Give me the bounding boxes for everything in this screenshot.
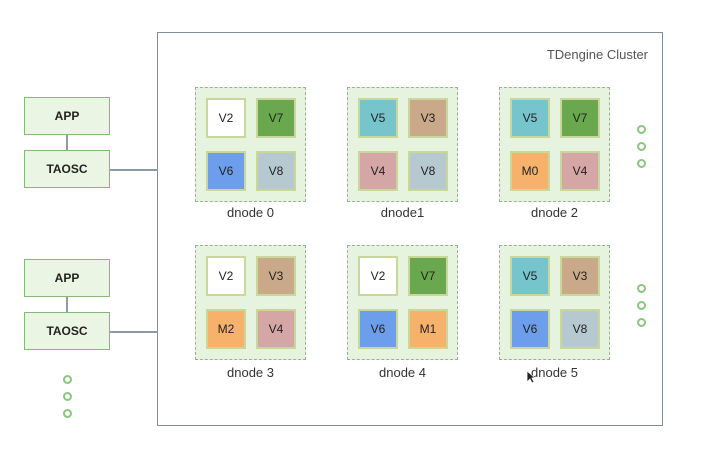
more-dnodes-dot — [637, 301, 646, 310]
vnode: V6 — [510, 309, 550, 349]
vnode: V2 — [206, 98, 246, 138]
vnode: V6 — [206, 151, 246, 191]
taosc-cluster-link-1 — [110, 169, 158, 171]
vnode: V7 — [408, 256, 448, 296]
app-taosc-link-2 — [66, 297, 68, 312]
taosc-cluster-link-2 — [110, 331, 158, 333]
more-dnodes-dot — [637, 142, 646, 151]
vnode: V8 — [256, 151, 296, 191]
vnode: V3 — [560, 256, 600, 296]
vnode: V8 — [560, 309, 600, 349]
vnode: V4 — [358, 151, 398, 191]
vnode: V4 — [560, 151, 600, 191]
more-dnodes-dot — [637, 318, 646, 327]
more-dnodes-dot — [637, 159, 646, 168]
vnode: M2 — [206, 309, 246, 349]
dnode: V5 V3 V6 V8 — [499, 245, 610, 360]
vnode: V7 — [256, 98, 296, 138]
vnode: V3 — [256, 256, 296, 296]
vnode: V2 — [358, 256, 398, 296]
dnode-label: dnode 5 — [531, 365, 578, 380]
dnode-label: dnode1 — [380, 205, 425, 220]
mouse-cursor-icon — [526, 370, 536, 384]
more-clients-dot — [63, 409, 72, 418]
vnode: V8 — [408, 151, 448, 191]
cluster-title: TDengine Cluster — [546, 47, 648, 62]
more-clients-dot — [63, 392, 72, 401]
vnode: V5 — [510, 98, 550, 138]
app-taosc-link-1 — [66, 135, 68, 150]
vnode: V7 — [560, 98, 600, 138]
more-clients-dot — [63, 375, 72, 384]
vnode: V4 — [256, 309, 296, 349]
app-box-1: APP — [24, 97, 110, 135]
dnode-label: dnode 2 — [531, 205, 578, 220]
dnode-label: dnode 3 — [227, 365, 274, 380]
dnode: V5 V7 M0 V4 — [499, 87, 610, 202]
dnode: V5 V3 V4 V8 — [347, 87, 458, 202]
vnode: V5 — [358, 98, 398, 138]
vnode: V5 — [510, 256, 550, 296]
more-dnodes-dot — [637, 284, 646, 293]
taosc-box-1: TAOSC — [24, 150, 110, 188]
dnode: V2 V7 V6 V8 — [195, 87, 306, 202]
dnode: V2 V7 V6 M1 — [347, 245, 458, 360]
dnode-label: dnode 4 — [379, 365, 426, 380]
app-box-2: APP — [24, 259, 110, 297]
dnode-label: dnode 0 — [227, 205, 274, 220]
vnode: M0 — [510, 151, 550, 191]
more-dnodes-dot — [637, 125, 646, 134]
vnode: V2 — [206, 256, 246, 296]
dnode: V2 V3 M2 V4 — [195, 245, 306, 360]
vnode: V6 — [358, 309, 398, 349]
vnode: V3 — [408, 98, 448, 138]
taosc-box-2: TAOSC — [24, 312, 110, 350]
vnode: M1 — [408, 309, 448, 349]
